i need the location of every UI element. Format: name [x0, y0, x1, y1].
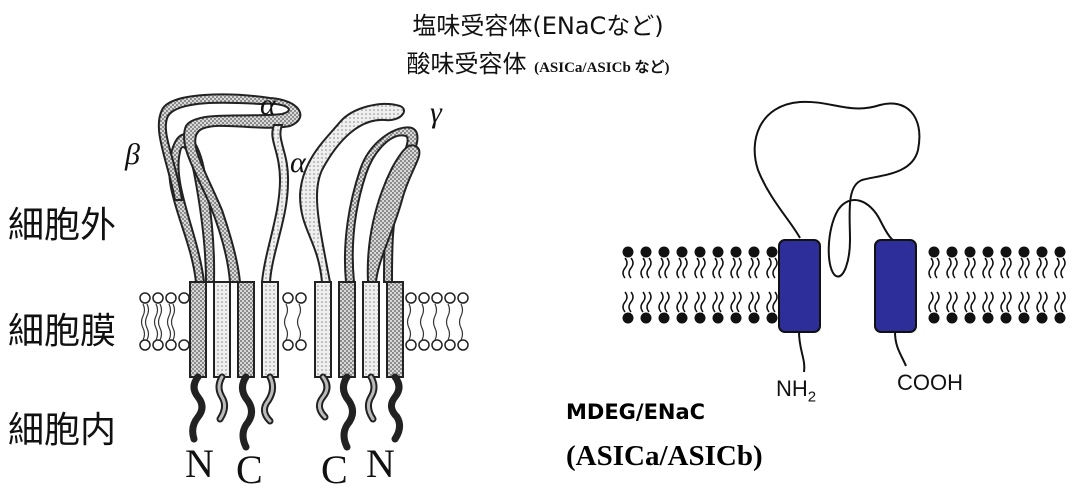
alpha2-tm2: [339, 282, 355, 377]
label-c-terminus-2: C: [321, 446, 348, 493]
label-nh2-subscript: 2: [808, 388, 816, 405]
right-membrane: [623, 247, 1066, 324]
left-subunits-loops: [159, 94, 301, 282]
protein-name-mdeg-enac: MDEG/ENaC: [566, 400, 705, 424]
n-terminus-line: [799, 332, 804, 372]
gamma-subunit-strand: [368, 145, 420, 282]
transmembrane-domain-1: [779, 240, 820, 332]
gamma-tm2: [387, 282, 403, 377]
right-membrane-bottom-heads: [623, 313, 1066, 324]
label-beta: β: [125, 138, 140, 172]
label-gamma: γ: [430, 96, 442, 130]
gamma-tm1: [363, 282, 379, 377]
alpha-subunit-strand-left: [262, 125, 288, 282]
label-extracellular: 細胞外: [8, 196, 116, 248]
label-c-terminus-1: C: [236, 446, 263, 493]
beta-tm2: [214, 282, 230, 377]
transmembrane-domain-2: [875, 240, 916, 332]
alpha-tm2: [262, 282, 278, 377]
beta-tm1: [190, 282, 206, 377]
alpha-tm1: [238, 282, 254, 377]
label-n-terminus-2: N: [366, 440, 395, 487]
c-terminus-line: [895, 332, 906, 366]
label-alpha-1: α: [260, 88, 276, 122]
label-n-terminus-1: N: [185, 440, 214, 487]
label-alpha-2: α: [290, 146, 306, 180]
alpha2-tm1: [315, 282, 331, 377]
label-nh2-base: NH: [776, 376, 808, 401]
label-nh2: NH2: [776, 376, 816, 405]
label-intracellular: 細胞内: [8, 401, 116, 453]
right-membrane-top-heads: [623, 247, 1066, 258]
label-cooh: COOH: [897, 370, 963, 396]
protein-name-asic: (ASICa/ASICb): [566, 440, 763, 473]
right-subunits-loops: [300, 104, 419, 282]
right-membrane-tails: [623, 258, 1065, 312]
label-membrane: 細胞膜: [8, 302, 116, 354]
